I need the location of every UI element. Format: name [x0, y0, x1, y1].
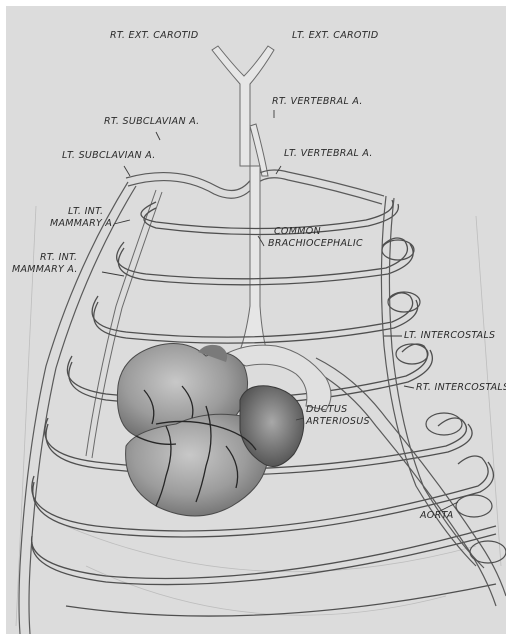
- label-lt-subclavian: LT. SUBCLAVIAN A.: [62, 150, 156, 161]
- label-lt-intercostals: LT. INTERCOSTALS: [404, 330, 495, 341]
- label-rt-subclavian: RT. SUBCLAVIAN A.: [104, 116, 200, 127]
- descending-vessels: [306, 196, 506, 606]
- label-lt-int-mammary-line1: LT. INT.: [68, 206, 103, 217]
- illustration-frame: RT. EXT. CAROTID LT. EXT. CAROTID RT. VE…: [6, 6, 506, 634]
- label-rt-vertebral: RT. VERTEBRAL A.: [272, 96, 363, 107]
- label-rt-ext-carotid: RT. EXT. CAROTID: [110, 30, 198, 41]
- heart: [117, 344, 303, 516]
- neck-vessels: [212, 46, 274, 176]
- label-lt-ext-carotid: LT. EXT. CAROTID: [292, 30, 379, 41]
- label-rt-int-mammary-line2: MAMMARY A.: [12, 264, 78, 275]
- vascular-diagram: [6, 6, 506, 634]
- label-lt-int-mammary-line2: MAMMARY A.: [50, 218, 116, 229]
- common-brachiocephalic: [238, 166, 268, 356]
- label-common-brachiocephalic-line1: COMMON: [274, 226, 321, 237]
- label-ductus-line2: ARTERIOSUS: [306, 416, 370, 427]
- label-rt-intercostals: RT. INTERCOSTALS: [416, 382, 506, 393]
- label-ductus-line1: DUCTUS: [306, 404, 348, 415]
- label-common-brachiocephalic-line2: BRACHIOCEPHALIC: [268, 238, 363, 249]
- label-lt-vertebral: LT. VERTEBRAL A.: [284, 148, 373, 159]
- carotid-trunk: [212, 46, 274, 166]
- label-aorta: AORTA: [420, 510, 454, 521]
- label-rt-int-mammary-line1: RT. INT.: [40, 252, 77, 263]
